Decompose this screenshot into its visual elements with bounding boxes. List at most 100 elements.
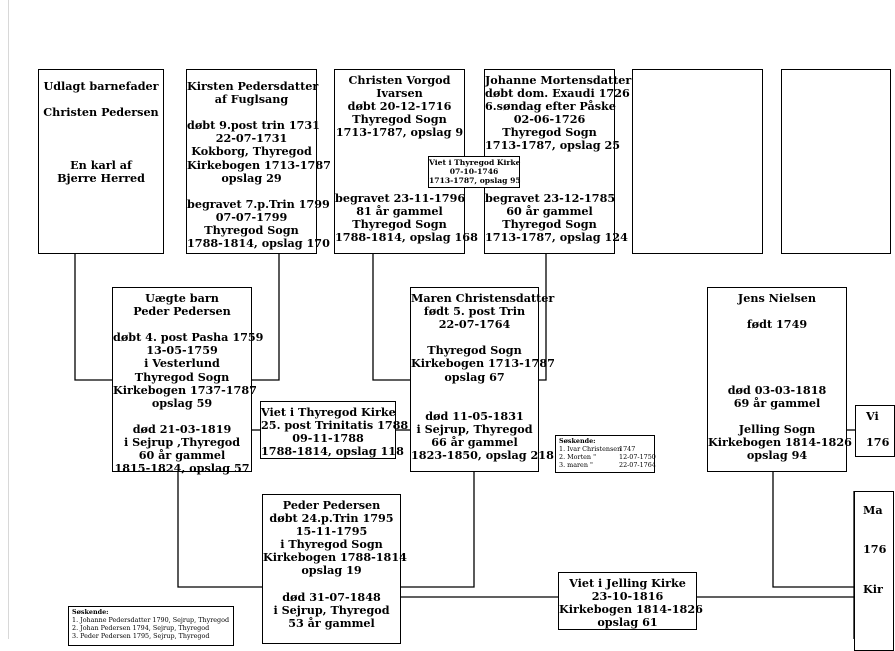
text-line: Kir bbox=[863, 581, 883, 596]
text-line: Jens Nielsen bbox=[737, 291, 817, 305]
text-line: Udlagt barnefader bbox=[43, 79, 159, 93]
text-line: Ma bbox=[863, 503, 883, 517]
text-line: 81 år gammel bbox=[356, 203, 443, 218]
text-line: Bjerre Herred bbox=[57, 170, 145, 185]
text-line: 176 bbox=[866, 435, 890, 450]
text-line: 25. post Trinitatis 1788 bbox=[261, 418, 409, 433]
text-line: 66 år gammel bbox=[431, 435, 518, 450]
text-line: 15-11-1795 bbox=[295, 524, 368, 539]
text-line: 1788-1814, opslag 170 bbox=[187, 236, 330, 251]
text-line: 23-10-1816 bbox=[591, 589, 664, 604]
text-line bbox=[708, 331, 846, 344]
text-line: 53 år gammel bbox=[288, 615, 375, 630]
text-line: Thyregod Sogn bbox=[204, 223, 299, 238]
text-line: 02-06-1726 bbox=[513, 112, 586, 127]
text-line: 07-07-1799 bbox=[215, 209, 288, 224]
text-line: 1788-1814, opslag 168 bbox=[335, 230, 478, 245]
person-box-johanne-mortensdatter: Johanne Mortensdatter døbt dom. Exaudi 1… bbox=[484, 69, 632, 254]
text-line bbox=[708, 357, 846, 370]
text-line: død 31-07-1848 bbox=[282, 589, 381, 604]
text-line: Viet i Thyregod Kirke bbox=[261, 405, 396, 419]
text-line bbox=[863, 569, 893, 582]
text-line: 69 år gammel bbox=[733, 395, 821, 410]
marriage-box-jelling-1816: Viet i Jelling Kirke 23-10-1816 Kirkebog… bbox=[558, 572, 703, 630]
text-line bbox=[863, 556, 893, 569]
text-line: 1713-1787, opslag 124 bbox=[485, 230, 628, 245]
text-line: Thyregod Sogn bbox=[352, 112, 447, 127]
text-line bbox=[708, 371, 846, 384]
text-line: Kirkebogen 1713-1787 bbox=[411, 356, 555, 371]
text-line: døbt 20-12-1716 bbox=[347, 99, 452, 114]
text-line: født 1749 bbox=[746, 317, 808, 332]
text-line: Uægte barn bbox=[145, 291, 219, 305]
text-line: opslag 67 bbox=[444, 369, 505, 384]
text-line: 1788-1814, opslag 118 bbox=[261, 444, 404, 459]
marriage-box-partial-right: Vi 176 bbox=[855, 405, 895, 457]
text-line: i Sejrup, Thyregod bbox=[416, 421, 533, 436]
text-line: Kirkebogen 1788-1814 bbox=[263, 550, 407, 565]
text-line: 1713-1787, opslag 95 bbox=[429, 176, 521, 185]
text-line: opslag 59 bbox=[151, 395, 213, 410]
text-line: 22-07-1764 bbox=[438, 317, 511, 332]
person-box-udlagt-barnefader: Udlagt barnefader Christen Pedersen En k… bbox=[38, 69, 164, 254]
text-line: Viet i Jelling Kirke bbox=[569, 576, 686, 590]
text-line: Viet i Thyregod Kirke bbox=[429, 158, 521, 167]
text-line bbox=[187, 185, 316, 198]
text-line: døbt 24.p.Trin 1795 bbox=[269, 511, 394, 526]
text-line: Thyregod Sogn bbox=[502, 125, 597, 140]
text-line: 1823-1850, opslag 218 bbox=[411, 448, 554, 463]
text-line: Thyregod Sogn bbox=[502, 217, 597, 232]
text-line: Kirkebogen 1713-1787 bbox=[187, 157, 331, 172]
text-line: Maren Christensdatter bbox=[411, 291, 555, 305]
text-line: opslag 61 bbox=[597, 615, 658, 630]
person-box-uaegte-barn-peder-pedersen: Uægte barn Peder Pedersen døbt 4. post P… bbox=[112, 287, 263, 476]
text-line bbox=[39, 145, 163, 158]
siblings-title: Søskende: bbox=[72, 608, 109, 616]
text-line: Thyregod Sogn bbox=[134, 369, 230, 384]
text-line: 22-07-1731 bbox=[215, 131, 288, 146]
text-line bbox=[263, 578, 400, 591]
text-line: begravet 7.p.Trin 1799 bbox=[187, 196, 330, 211]
text-line bbox=[39, 119, 163, 132]
text-line: Jelling Sogn bbox=[738, 421, 816, 436]
text-line: Kokborg, Thyregod bbox=[191, 144, 312, 159]
text-line: døbt 9.post trin 1731 bbox=[187, 118, 320, 133]
text-line bbox=[708, 410, 846, 423]
text-line: En karl af bbox=[70, 157, 132, 172]
sibling-row: 1. Ivar Christensen1747 bbox=[559, 445, 636, 453]
text-line: Johanne Mortensdatter bbox=[485, 73, 632, 87]
person-box-partial-right: Ma 176 Kir bbox=[854, 491, 894, 651]
text-line bbox=[411, 397, 538, 410]
text-line: Peder Pedersen bbox=[133, 304, 231, 319]
text-line: Christen Vorgod bbox=[348, 73, 451, 87]
text-line: 13-05-1759 bbox=[146, 343, 218, 358]
text-line: Kirkebogen 1814-1826 bbox=[559, 602, 703, 617]
text-line: begravet 23-11-1796 bbox=[335, 190, 466, 205]
text-line: i Vesterlund bbox=[144, 356, 220, 371]
person-box-christen-vorgod: Christen Vorgod Ivarsen døbt 20-12-1716 … bbox=[334, 69, 478, 254]
person-box-peder-pedersen-1795: Peder Pedersen døbt 24.p.Trin 1795 15-11… bbox=[262, 494, 407, 644]
person-box-maren-christensdatter: Maren Christensdatter født 5. post Trin … bbox=[410, 287, 555, 472]
person-box-kirsten-pedersdatter: Kirsten Pedersdatter af Fuglsang døbt 9.… bbox=[186, 69, 331, 254]
sibling-row: 1. Johanne Pedersdatter 1790, Sejrup, Th… bbox=[72, 616, 230, 624]
text-line: opslag 94 bbox=[746, 448, 808, 463]
text-line bbox=[335, 139, 464, 152]
sibling-row: 3. maren "22-07-1764 bbox=[559, 461, 656, 469]
text-line bbox=[863, 517, 893, 530]
text-line: død 03-03-1818 bbox=[727, 382, 827, 397]
text-line: 1815-1824, opslag 57 bbox=[114, 461, 250, 476]
text-line: begravet 23-12-1785 bbox=[485, 190, 616, 205]
text-line bbox=[411, 384, 538, 397]
text-line: Christen Pedersen bbox=[43, 105, 159, 120]
text-line bbox=[39, 132, 163, 145]
text-line bbox=[708, 344, 846, 357]
text-line: Kirkebogen 1737-1787 bbox=[113, 382, 257, 397]
sibling-row: 2. Morten "12-07-1750 bbox=[559, 453, 656, 461]
text-line: i Thyregod Sogn bbox=[280, 537, 383, 552]
marriage-box-thyregod-1746: Viet i Thyregod Kirke 07-10-1746 1713-17… bbox=[428, 156, 521, 188]
text-line: Thyregod Sogn bbox=[427, 343, 522, 358]
text-line: af Fuglsang bbox=[214, 92, 289, 107]
text-line bbox=[113, 410, 251, 423]
text-line: døbt dom. Exaudi 1726 bbox=[485, 86, 630, 101]
text-line: 6.søndag efter Påske bbox=[485, 99, 616, 114]
